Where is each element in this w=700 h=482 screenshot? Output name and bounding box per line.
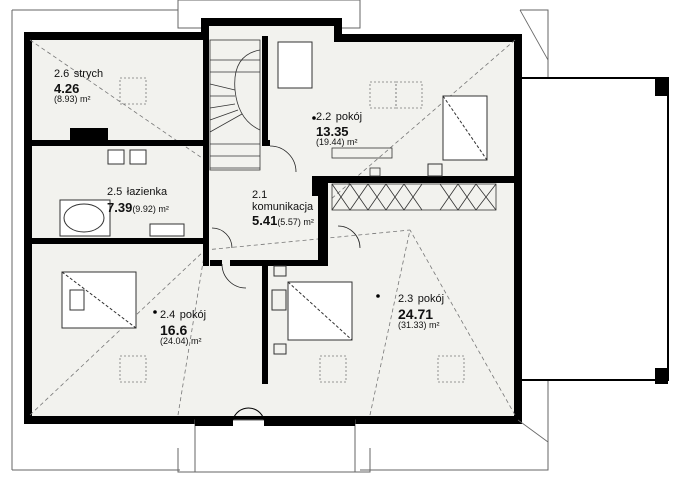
beds (61, 41, 488, 355)
room-label-pokoj-23: 2.3 pokój 24.71 (31.33) m² (398, 293, 445, 331)
bathroom-fixtures (59, 149, 185, 237)
roof-edges (517, 9, 549, 443)
room-label-lazienka: 2.5 łazienka 7.39(9.92) m² (107, 186, 169, 215)
chimney (312, 176, 322, 196)
wardrobe-row (331, 147, 497, 211)
room-markers (153, 116, 380, 314)
building (24, 18, 522, 473)
room-label-strych: 2.6 strych 4.26 (8.93) m² (54, 68, 104, 105)
interior-walls (28, 36, 518, 384)
room-label-pokoj-24: 2.4 pokój 16.6 (24.04) m² (160, 309, 207, 347)
room-label-pokoj-22: 2.2 pokój 13.35 (19.44) m² (316, 111, 363, 148)
skylights (119, 77, 465, 383)
terrace (517, 77, 669, 384)
door-swings (211, 145, 361, 289)
room-label-komunikacja: 2.1 komunikacja 5.41(5.57) m² (252, 189, 314, 229)
stair (209, 39, 261, 171)
